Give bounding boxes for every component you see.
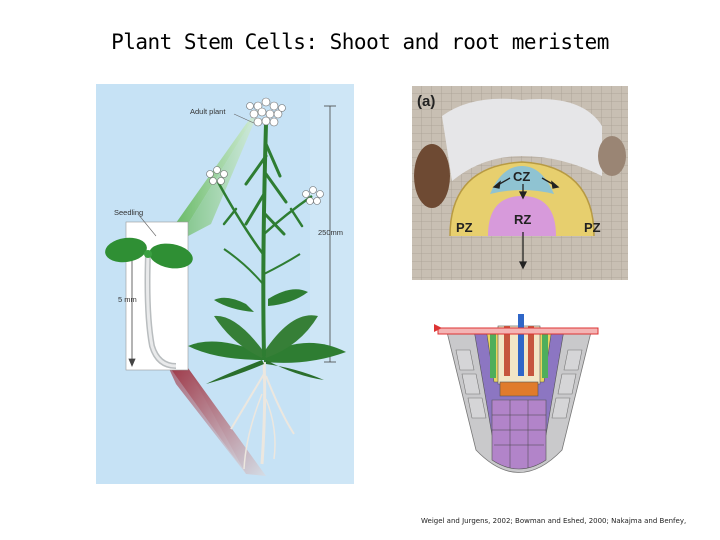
lumen <box>442 98 602 181</box>
flower-cluster-left <box>206 166 228 185</box>
section-plane <box>437 327 599 335</box>
citation-text: Weigel and Jurgens, 2002; Bowman and Esh… <box>421 517 687 525</box>
page-title: Plant Stem Cells: Shoot and root meriste… <box>111 30 609 54</box>
pz-right-label: PZ <box>584 220 601 235</box>
root-meristem-diagram <box>434 310 604 490</box>
seedling <box>105 237 193 369</box>
shoot-zoom-wedge <box>154 106 261 254</box>
leaf-primordium-left <box>414 144 450 208</box>
cz-label: CZ <box>513 169 530 184</box>
columella <box>491 399 547 470</box>
adult-plant <box>188 123 346 470</box>
shoot-meristem-micrograph: (a) CZ RZ PZ PZ <box>412 86 628 280</box>
scale-bar-large <box>324 105 336 363</box>
flower-cluster-right <box>302 186 324 205</box>
flower-cluster-top <box>246 97 286 127</box>
seedling-label: Seedling <box>114 208 143 217</box>
scale-5mm-label: 5 mm <box>118 295 137 304</box>
scale-250mm-label: 250mm <box>318 228 343 237</box>
plant-illustration: Adult plant Seedling 250mm 5 mm <box>96 84 354 486</box>
quiescent-center <box>499 381 539 397</box>
adult-plant-label: Adult plant <box>190 107 226 116</box>
panel-label-a: (a) <box>417 93 435 110</box>
rz-label: RZ <box>514 212 531 227</box>
growth-arrows <box>492 177 560 270</box>
rib-zone <box>488 196 556 236</box>
central-zone <box>490 166 554 194</box>
pz-left-label: PZ <box>456 220 473 235</box>
